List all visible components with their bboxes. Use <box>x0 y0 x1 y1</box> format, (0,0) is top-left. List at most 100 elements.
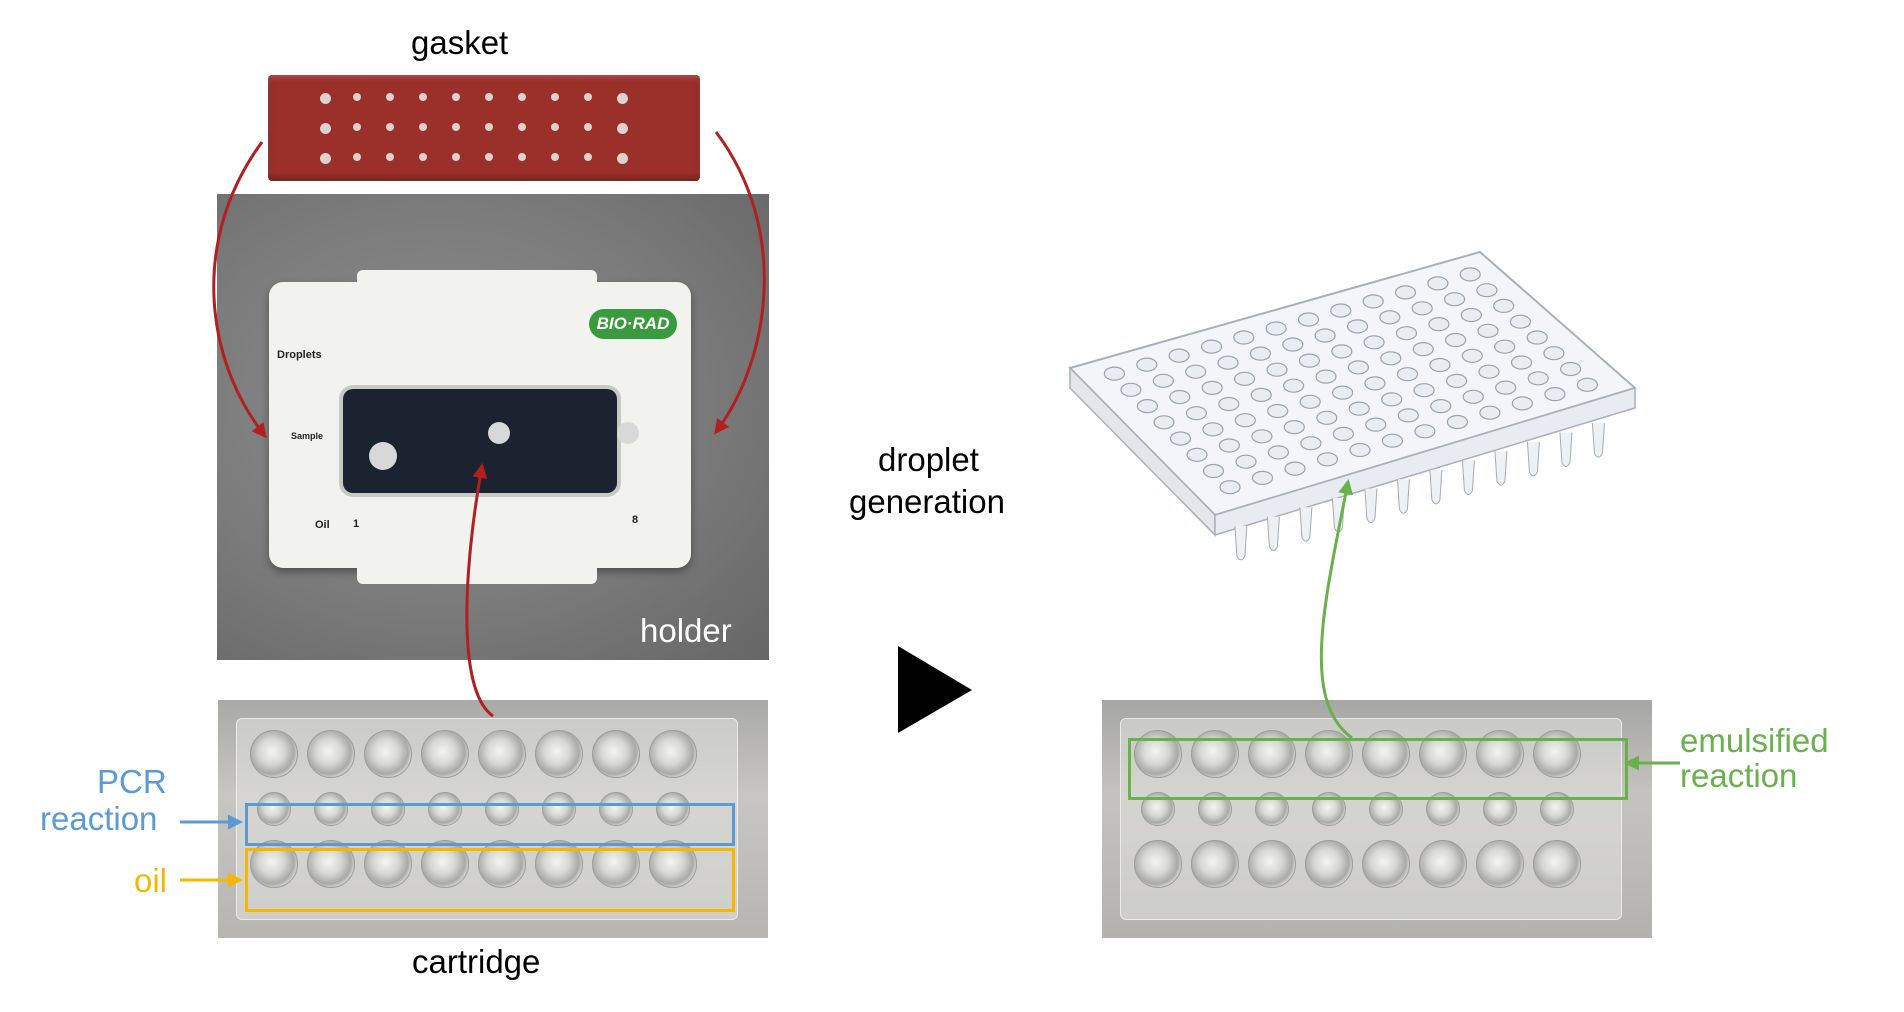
plate-well <box>1413 383 1435 398</box>
gasket-hole <box>551 153 559 161</box>
plate-well <box>1381 392 1403 407</box>
cartridge-well <box>656 792 690 826</box>
plate-well <box>1510 355 1533 370</box>
sample-marking: Sample <box>291 431 324 441</box>
plate-well <box>1332 426 1355 441</box>
plate-well <box>1265 321 1287 336</box>
plate-well <box>1315 369 1337 384</box>
plate-well <box>1479 405 1501 420</box>
gasket-hole <box>386 93 394 101</box>
plate-well <box>1476 283 1498 298</box>
plate-well <box>1218 396 1240 412</box>
plate-well <box>1362 294 1384 309</box>
gasket-to-holder-right-arrow <box>714 131 766 435</box>
gasket-strip <box>268 75 700 181</box>
plate-well <box>1444 332 1467 348</box>
plate-well <box>1397 408 1419 423</box>
droplet-label-line1: droplet <box>878 441 979 478</box>
plate-well <box>1233 330 1255 345</box>
gasket-hole <box>551 123 559 131</box>
plate-well <box>1364 376 1386 391</box>
cartridge-to-holder-arrow <box>465 463 494 718</box>
emulsified-to-plate-arrow <box>1319 479 1354 740</box>
emulsified-label-line2: reaction <box>1680 757 1798 794</box>
gasket-hole <box>584 123 592 131</box>
plate-well <box>1543 346 1565 361</box>
plate-well <box>1219 480 1241 495</box>
plate-well <box>1234 413 1256 428</box>
oil-label: oil <box>134 862 168 899</box>
plate-well <box>1153 415 1175 430</box>
cartridge-well <box>535 730 583 778</box>
plate-well <box>1331 385 1354 400</box>
oil-box <box>245 848 735 912</box>
gasket-hole <box>551 93 559 101</box>
cartridge-label: cartridge <box>412 943 541 980</box>
plate-well <box>1251 429 1273 444</box>
gasket-hole <box>419 123 427 131</box>
plate-well <box>1297 312 1320 327</box>
gasket-hole <box>419 93 427 101</box>
pcr-label-line2: reaction <box>40 800 158 837</box>
cartridge-well <box>599 792 633 826</box>
cartridge-well <box>649 730 697 778</box>
gasket-hole <box>617 93 628 104</box>
plate-well <box>1460 307 1482 323</box>
gasket-hole <box>485 93 493 101</box>
plate-tube-tip <box>1266 516 1280 552</box>
pcr-label-line1: PCR <box>97 763 167 800</box>
plate-well <box>1169 389 1191 405</box>
cartridge-well <box>1134 840 1182 888</box>
plate-well <box>1136 357 1158 372</box>
gasket-hole <box>452 93 460 101</box>
plate-well <box>1412 342 1434 357</box>
plate-tube-tip <box>1461 460 1475 496</box>
plate-well <box>1446 414 1469 430</box>
cartridge-well <box>1305 840 1353 888</box>
plate-well <box>1381 433 1404 448</box>
cartridge-well <box>1191 840 1239 888</box>
plate-well <box>1331 344 1353 359</box>
plate-well <box>1267 445 1290 460</box>
gasket-hole <box>353 153 361 161</box>
plate-well <box>1235 454 1257 469</box>
plate-well <box>1348 401 1370 416</box>
triangle-right-icon <box>898 646 972 733</box>
plate-well <box>1120 382 1142 397</box>
plate-well <box>1363 335 1385 350</box>
plate-tube-tip <box>1364 488 1378 524</box>
plate-well <box>1379 310 1401 325</box>
plate-well <box>1266 362 1288 377</box>
plate-tubes <box>1234 423 1605 561</box>
plate-well <box>1217 355 1239 370</box>
plate-well <box>1427 276 1449 291</box>
plate-well <box>1168 348 1190 363</box>
gasket-to-holder-left-arrow <box>212 141 267 439</box>
plate-well <box>1201 380 1223 395</box>
bio-rad-logo: BIO·RAD <box>589 309 677 339</box>
cartridge-well <box>485 792 519 826</box>
gasket-hole <box>485 153 493 161</box>
cartridge-well <box>542 792 576 826</box>
plate-well <box>1428 317 1450 332</box>
plate-well <box>1559 361 1582 377</box>
plate-well <box>1349 442 1371 458</box>
cartridge-well <box>1248 840 1296 888</box>
plate-well <box>1185 364 1207 379</box>
holder-window-hole-right <box>617 422 639 444</box>
cartridge-well <box>592 730 640 778</box>
emulsified-label-line1: emulsified <box>1680 722 1829 759</box>
cartridge-well <box>314 792 348 826</box>
column-8-marking: 8 <box>632 514 639 526</box>
cartridge-well <box>1419 840 1467 888</box>
plate-well <box>1185 406 1208 421</box>
plate-well <box>1493 298 1515 313</box>
plate-wells <box>1103 267 1599 495</box>
pcr-reaction-box <box>245 803 735 846</box>
plate-well <box>1478 364 1500 379</box>
plate-well <box>1576 377 1599 392</box>
cartridge-well <box>364 730 412 778</box>
gasket-hole <box>518 153 526 161</box>
gasket-hole <box>419 153 427 161</box>
gasket-hole <box>485 123 493 131</box>
